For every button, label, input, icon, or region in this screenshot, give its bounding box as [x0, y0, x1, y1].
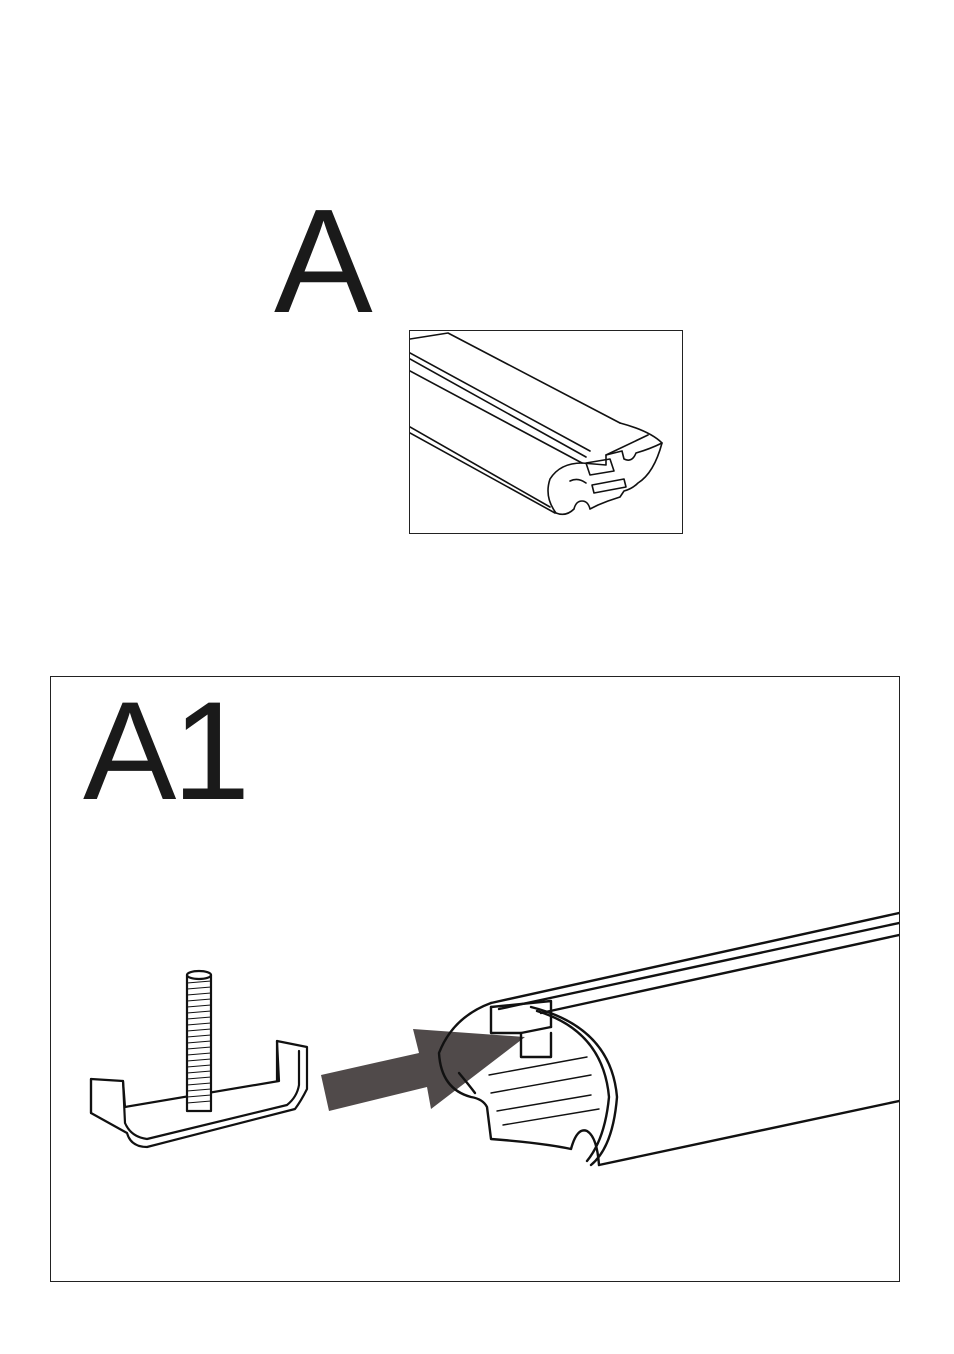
bar-profile-illustration [410, 331, 682, 533]
step-a1-panel: A1 [50, 676, 900, 1282]
t-bolt-icon [91, 971, 307, 1147]
step-label-a: A [274, 188, 373, 336]
bar-profile-figure [409, 330, 683, 534]
insert-direction-arrow [321, 1029, 525, 1111]
t-bolt-insert-illustration [51, 677, 899, 1281]
